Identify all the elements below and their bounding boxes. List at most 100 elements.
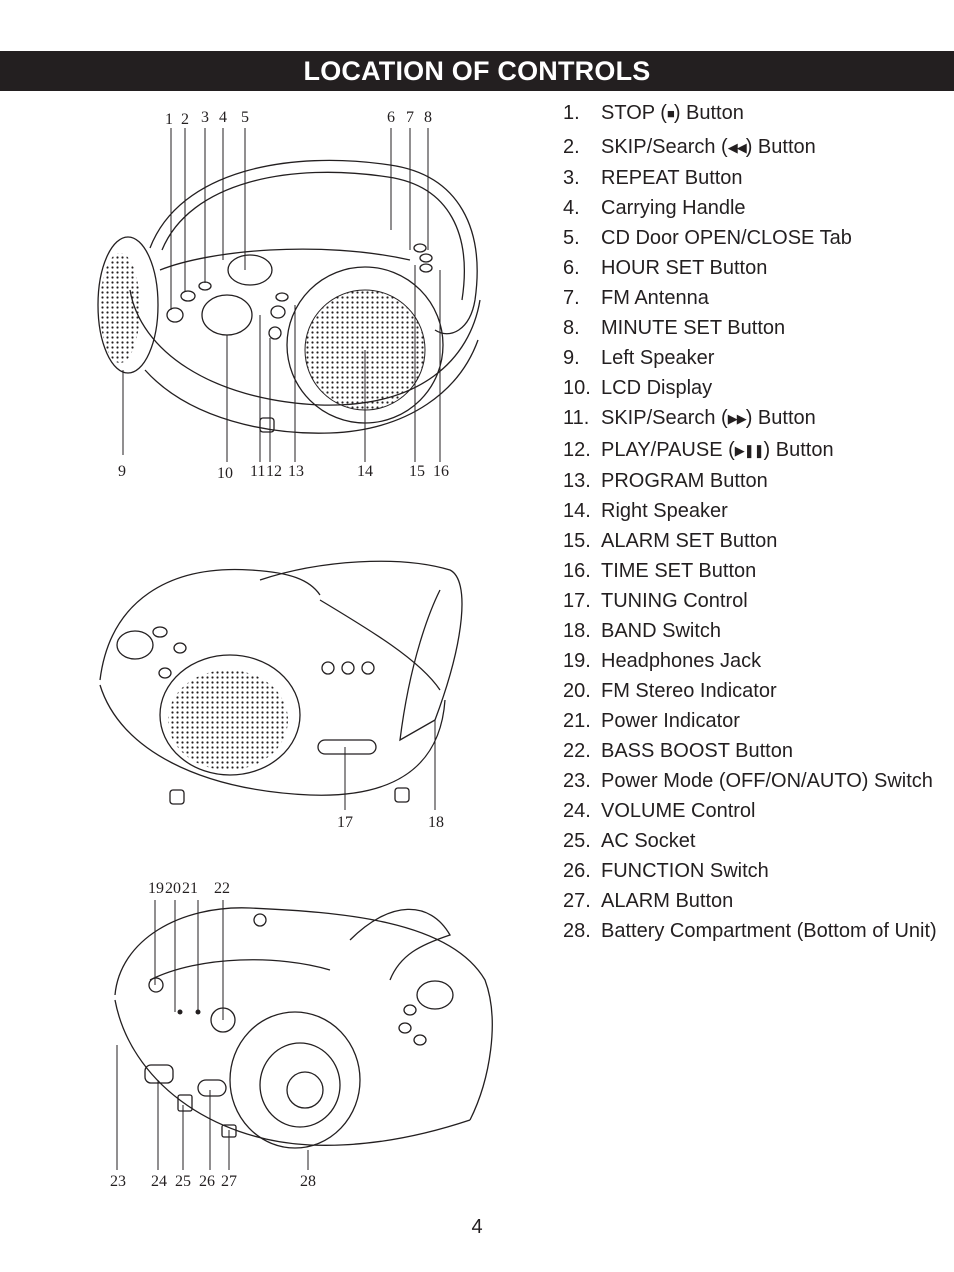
item-label: BASS BOOST Button [601,740,793,762]
item-number: 6. [563,257,580,279]
list-item: 9. Left Speaker [563,345,943,371]
item-label-suffix: ) Button [763,439,834,461]
item-label: ALARM Button [601,890,734,912]
item-label: Power Mode (OFF/ON/AUTO) Switch [601,770,933,792]
item-label-suffix: ) Button [745,407,816,429]
item-label: TIME SET Button [601,560,757,582]
item-label: Left Speaker [601,347,715,369]
item-number: 17. [563,590,591,612]
item-number: 21. [563,710,591,732]
list-item: 2. SKIP/Search (◀◀) Button [563,134,943,161]
item-number: 14. [563,500,591,522]
item-label: AC Socket [601,830,696,852]
callout-9: 9 [118,463,126,480]
rear-view-diagram [114,900,493,1170]
list-item: 20. FM Stereo Indicator [563,678,943,704]
list-item: 3. REPEAT Button [563,165,943,191]
item-number: 8. [563,317,580,339]
list-item: 24.VOLUME Control [563,798,943,824]
list-item: 25.AC Socket [563,828,943,854]
callout-3: 3 [201,109,209,126]
list-item: 7.FM Antenna [563,285,943,311]
section-header-bar: LOCATION OF CONTROLS [0,51,954,91]
item-number: 5. [563,227,580,249]
list-item: 21. Power Indicator [563,708,943,734]
item-number: 26. [563,860,591,882]
item-label: HOUR SET Button [601,257,768,279]
callout-25: 25 [175,1173,191,1190]
list-item: 27. ALARM Button [563,888,943,914]
item-label: Carrying Handle [601,197,746,219]
callout-7: 7 [406,109,414,126]
controls-list: 1.STOP (■) Button 2.SKIP/Search (◀◀) But… [563,100,943,944]
list-item: 17. TUNING Control [563,588,943,614]
item-number: 20. [563,680,591,702]
list-item: 1.STOP (■) Button [563,100,943,127]
list-item: 4. Carrying Handle [563,195,943,221]
callout-8: 8 [424,109,432,126]
item-number: 24. [563,800,591,822]
front-view-diagram [97,128,481,462]
skip-back-icon: ◀◀ [727,140,747,155]
callout-5: 5 [241,109,249,126]
list-item: 26. FUNCTION Switch [563,858,943,884]
boombox-diagrams: 1 2 3 4 5 6 7 8 9 10 11 12 13 14 15 16 1… [90,100,520,1200]
item-number: 4. [563,197,580,219]
item-label: Headphones Jack [601,650,762,672]
item-label: Power Indicator [601,710,740,732]
callout-24: 24 [151,1173,167,1190]
item-label: FM Stereo Indicator [601,680,777,702]
play-pause-icon: ▶❚❚ [734,443,765,458]
list-item: 22. BASS BOOST Button [563,738,943,764]
item-number: 13. [563,470,591,492]
item-number: 1. [563,102,580,124]
list-item: 8. MINUTE SET Button [563,315,943,341]
item-label: TUNING Control [601,590,748,612]
callout-17: 17 [337,814,353,831]
item-number: 28. [563,920,591,942]
item-number: 9. [563,347,580,369]
list-item: 19. Headphones Jack [563,648,943,674]
item-label: Right Speaker [601,500,728,522]
list-item: 18.BAND Switch [563,618,943,644]
item-label: SKIP/Search ( [601,136,728,158]
list-item: 23. Power Mode (OFF/ON/AUTO) Switch [563,768,943,794]
callout-4: 4 [219,109,227,126]
item-label: STOP ( [601,102,667,124]
item-label: REPEAT Button [601,167,743,189]
item-number: 16. [563,560,591,582]
callout-12: 12 [266,463,282,480]
item-label-suffix: ) Button [745,136,816,158]
skip-forward-icon: ▶▶ [727,411,747,426]
callout-15: 15 [409,463,425,480]
item-number: 11. [563,407,590,429]
list-item: 16. TIME SET Button [563,558,943,584]
callout-26: 26 [199,1173,215,1190]
item-number: 2. [563,136,580,158]
list-item: 13. PROGRAM Button [563,468,943,494]
item-label: SKIP/Search ( [601,407,728,429]
item-label: MINUTE SET Button [601,317,786,339]
list-item: 12.PLAY/PAUSE (▶❚❚) Button [563,437,943,464]
callout-13: 13 [288,463,304,480]
item-label: CD Door OPEN/CLOSE Tab [601,227,852,249]
callout-27: 27 [221,1173,237,1190]
callout-20: 20 [165,880,181,897]
callout-16: 16 [433,463,449,480]
item-label: BAND Switch [601,620,722,642]
stop-icon: ■ [666,106,675,121]
callout-1: 1 [165,111,173,128]
list-item: 10.LCD Display [563,375,943,401]
item-number: 15. [563,530,591,552]
item-number: 3. [563,167,580,189]
item-number: 22. [563,740,591,762]
item-number: 23. [563,770,591,792]
callout-22: 22 [214,880,230,897]
item-label: FUNCTION Switch [601,860,769,882]
callout-10: 10 [217,465,233,482]
item-label: PROGRAM Button [601,470,768,492]
item-number: 27. [563,890,591,912]
callout-14: 14 [357,463,373,480]
item-number: 19. [563,650,591,672]
callout-18: 18 [428,814,444,831]
